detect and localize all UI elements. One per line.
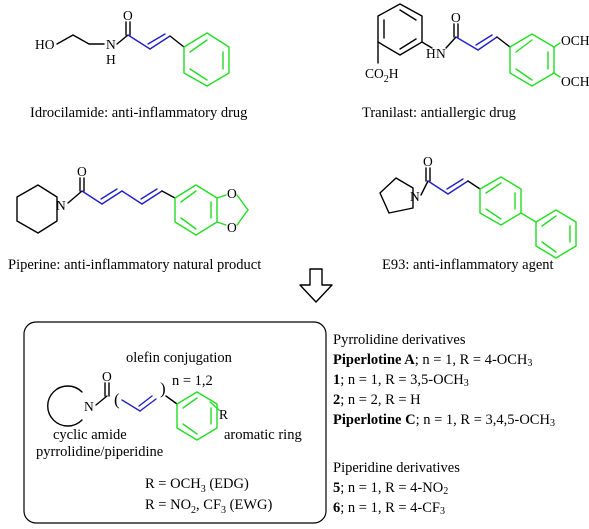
e93-structure: N O	[379, 154, 577, 259]
tranilast-co2h-label: CO2H	[365, 66, 399, 85]
tranilast-h-label: H	[426, 46, 436, 61]
e93-o-label: O	[423, 154, 433, 169]
general-o-label: O	[102, 369, 112, 384]
n-value-label: n = 1,2	[172, 373, 213, 389]
derivative-6: 6; n = 1, R = 4-CF3	[333, 500, 445, 517]
pyrrolidine-header: Pyrrolidine derivatives	[333, 332, 466, 348]
paren-close: )	[160, 379, 166, 398]
tranilast-o-label: O	[451, 10, 461, 25]
piperine-o-label: O	[77, 164, 87, 179]
idrocilamide-h-label: H	[106, 52, 116, 67]
amine-type-label: pyrrolidine/piperidine	[36, 444, 163, 460]
general-n-label: N	[84, 399, 94, 414]
general-structure: olefin conjugation n = 1,2 N O ( ) R cyc…	[36, 350, 302, 516]
e93-caption: E93: anti-inflammatory agent	[382, 257, 554, 273]
olefin-conjugation-label: olefin conjugation	[126, 350, 233, 366]
general-structure-frame	[23, 321, 327, 524]
general-r-label: R	[219, 407, 228, 422]
derivative-1: 1; n = 1, R = 3,5-OCH3	[333, 372, 469, 389]
piperine-caption: Piperine: anti-inflammatory natural prod…	[8, 257, 261, 273]
piperine-structure: N O O O	[16, 164, 249, 236]
idrocilamide-n-label: N	[106, 37, 116, 52]
down-arrow-icon	[299, 268, 333, 303]
cyclic-amide-label: cyclic amide	[53, 427, 127, 443]
tranilast-structure: H N O CO2H OCH3 OCH3	[365, 3, 589, 93]
aromatic-ring-label: aromatic ring	[224, 427, 302, 443]
paren-open: (	[114, 390, 120, 409]
piperine-o1-label: O	[227, 186, 237, 201]
derivative-piperlotine-c: Piperlotine C; n = 1, R = 3,4,5-OCH3	[333, 412, 555, 429]
idrocilamide-caption: Idrocilamide: anti-inflammatory drug	[30, 105, 247, 121]
tranilast-och3-bottom-label: OCH3	[561, 74, 589, 93]
r-edg-label: R = OCH3 (EDG)	[145, 476, 249, 495]
derivative-piperlotine-a: Piperlotine A; n = 1, R = 4-OCH3	[333, 352, 533, 369]
derivative-2: 2; n = 2, R = H	[333, 392, 421, 408]
idrocilamide-o-label: O	[123, 8, 133, 23]
tranilast-caption: Tranilast: antiallergic drug	[362, 105, 516, 121]
piperine-o2-label: O	[227, 220, 237, 235]
tranilast-n-label: N	[436, 46, 446, 61]
derivative-5: 5; n = 1, R = 4-NO2	[333, 480, 449, 497]
e93-n-label: N	[410, 189, 420, 204]
piperine-n-label: N	[56, 198, 66, 213]
piperidine-header: Piperidine derivatives	[333, 460, 460, 476]
idrocilamide-ho-label: HO	[35, 37, 55, 52]
tranilast-och3-top-label: OCH3	[561, 33, 589, 52]
r-ewg-label: R = NO2, CF3 (EWG)	[145, 497, 273, 516]
idrocilamide-structure: HO N H O	[35, 8, 230, 87]
